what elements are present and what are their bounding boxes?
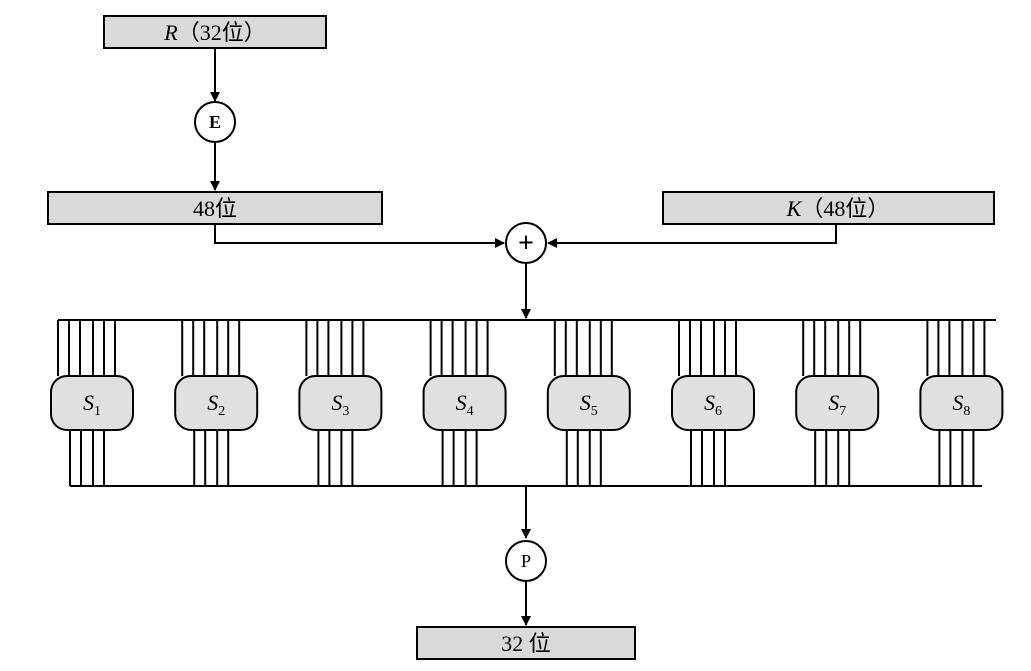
sbox-shape <box>422 375 507 431</box>
r-input-box: R（32位） <box>103 15 327 49</box>
svg-text:K（48位）: K（48位） <box>786 196 890 221</box>
key-box: K（48位） <box>662 191 995 225</box>
sbox-label-name: S <box>83 390 94 415</box>
sbox-1: S1 <box>50 320 134 486</box>
sbox-label-subscript: 2 <box>218 404 225 419</box>
sbox-shape <box>174 375 259 431</box>
sbox-7: S7 <box>795 320 880 486</box>
permutation-op-label: P <box>521 551 531 571</box>
arrow-expanded-to-xor <box>214 224 505 248</box>
sbox-label-name: S <box>580 390 591 415</box>
expanded-box: 48位 <box>47 191 383 225</box>
key-width-label: （48位） <box>801 196 889 221</box>
output-box-label: 32 位 <box>501 631 551 656</box>
sbox-shape <box>671 375 755 431</box>
sbox-label: S3 <box>331 390 349 419</box>
sbox-2: S2 <box>174 320 259 486</box>
permutation-op: P <box>505 540 547 582</box>
svg-text:R（32位）: R（32位） <box>163 20 265 45</box>
sbox-label-subscript: 6 <box>715 404 722 419</box>
sbox-label-subscript: 7 <box>839 404 846 419</box>
r-var-label: R <box>163 20 178 45</box>
sbox-label-subscript: 5 <box>591 404 598 419</box>
sbox-label: S5 <box>580 390 598 419</box>
sbox-shape <box>50 375 134 431</box>
sbox-label: S8 <box>952 390 970 419</box>
sbox-label-name: S <box>331 390 342 415</box>
sbox-label: S1 <box>83 390 101 419</box>
expanded-box-label: 48位 <box>193 196 237 221</box>
r-width-label: （32位） <box>178 20 266 45</box>
sbox-shape <box>919 375 1004 431</box>
sbox-label-subscript: 8 <box>963 404 970 419</box>
arrow-key-to-xor <box>547 224 837 248</box>
key-var-label: K <box>786 196 803 221</box>
sbox-6: S6 <box>671 320 755 486</box>
xor-op-label: + <box>518 228 534 259</box>
output-box: 32 位 <box>416 626 636 660</box>
sbox-3: S3 <box>298 320 383 486</box>
sbox-label-name: S <box>207 390 218 415</box>
sbox-label: S4 <box>456 390 474 419</box>
sbox-label-name: S <box>952 390 963 415</box>
sbox-label: S6 <box>704 390 722 419</box>
sbox-shape <box>795 375 880 431</box>
sbox-shape <box>546 375 631 431</box>
expansion-op-label: E <box>209 112 221 132</box>
xor-op: + <box>505 222 547 264</box>
sbox-label-name: S <box>456 390 467 415</box>
expansion-op: E <box>194 101 236 143</box>
sbox-5: S5 <box>546 320 631 486</box>
sbox-label-subscript: 4 <box>467 404 474 419</box>
sbox-label-subscript: 3 <box>342 404 349 419</box>
sbox-8: S8 <box>919 320 1004 486</box>
sbox-shape <box>298 375 383 431</box>
sbox-label-name: S <box>828 390 839 415</box>
sbox-label: S7 <box>828 390 846 419</box>
sbox-label-subscript: 1 <box>94 404 101 419</box>
sbox-4: S4 <box>422 320 507 486</box>
sbox-label: S2 <box>207 390 225 419</box>
sbox-label-name: S <box>704 390 715 415</box>
